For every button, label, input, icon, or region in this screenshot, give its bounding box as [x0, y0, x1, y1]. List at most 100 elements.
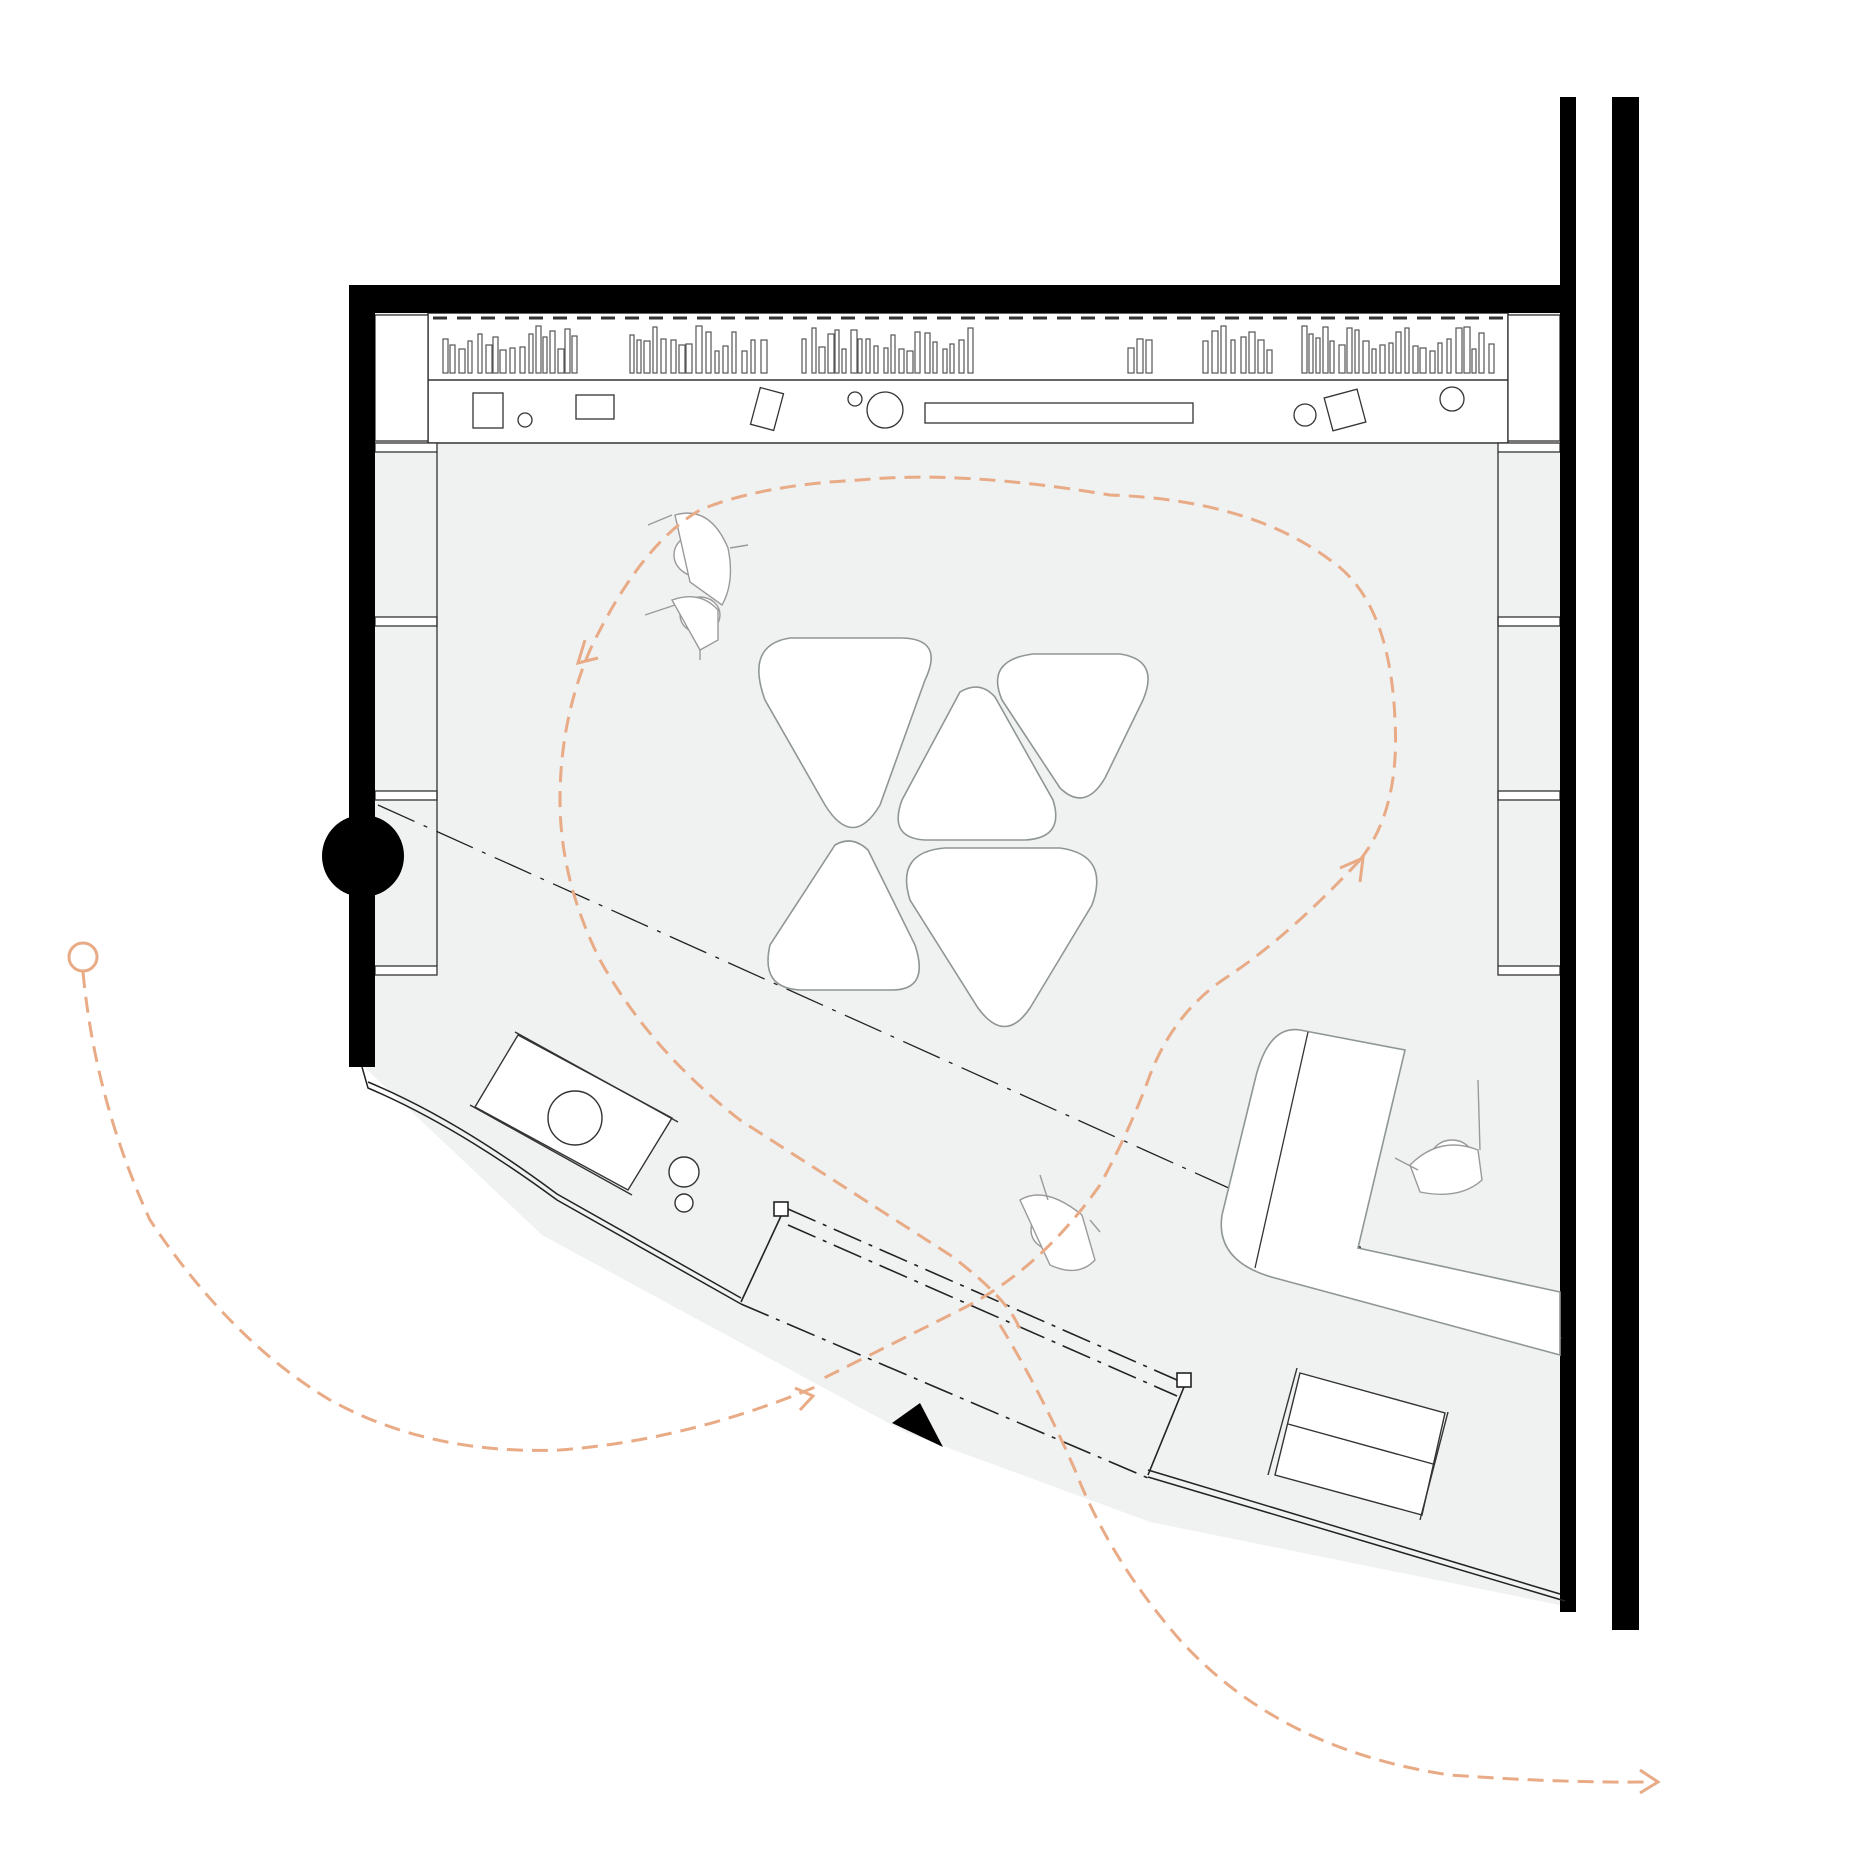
circulation-paths	[81, 475, 1651, 1784]
book-spine	[499, 349, 507, 374]
book-spine	[528, 333, 534, 374]
book-spine	[1322, 326, 1329, 374]
book-spine	[485, 344, 493, 374]
book-spine	[1211, 330, 1219, 374]
book-spine	[841, 348, 847, 374]
book-spine	[678, 344, 686, 374]
book-spine	[1419, 347, 1427, 374]
book-spine	[1354, 329, 1360, 374]
book-spine	[1338, 344, 1346, 374]
book-spine	[1379, 344, 1386, 374]
wall-niches	[374, 314, 1561, 976]
book-spine	[660, 338, 667, 374]
book-spine	[1478, 332, 1485, 374]
shelf-unit	[427, 312, 1509, 444]
book-spine	[932, 341, 938, 374]
book-spine	[535, 325, 542, 374]
entry-path	[81, 971, 821, 1452]
book-spine	[670, 339, 677, 374]
book-spine	[818, 346, 826, 374]
shelf-box	[472, 392, 504, 429]
book-spine	[949, 343, 955, 374]
book-spine	[1371, 348, 1377, 374]
book-spine	[857, 338, 863, 374]
axis-line	[377, 804, 1563, 1339]
book-spine	[1240, 336, 1247, 374]
west-wall	[349, 285, 375, 1067]
shelf-box	[575, 394, 615, 420]
path-arrow-icon	[794, 1386, 816, 1412]
loop-path	[819, 858, 1362, 1382]
path-arrow-icon	[1339, 855, 1365, 883]
book-spine	[442, 338, 449, 374]
book-spine	[477, 333, 483, 374]
book-spine	[1136, 338, 1144, 374]
book-spine	[519, 346, 526, 374]
book-spine	[731, 331, 737, 374]
outer-east-wall	[1612, 97, 1639, 1630]
person	[644, 596, 721, 660]
display-table-group	[758, 637, 1149, 1028]
book-spine	[557, 348, 565, 374]
book-spine	[914, 331, 921, 374]
book-spine	[449, 344, 456, 374]
book-spine	[1301, 325, 1308, 374]
shelf-round-object	[847, 391, 863, 407]
display-table	[758, 637, 932, 829]
book-spine	[898, 348, 905, 374]
book-spine	[705, 331, 712, 374]
book-spine	[906, 350, 914, 374]
book-spine	[1202, 340, 1209, 374]
person	[647, 512, 749, 607]
book-spine	[967, 327, 974, 374]
shelf-round-object	[517, 412, 533, 428]
entrance-doors	[740, 1201, 1192, 1479]
book-spine	[636, 339, 642, 374]
book-spine	[924, 332, 931, 374]
book-spine	[458, 348, 466, 374]
book-spine	[834, 329, 840, 374]
book-spine	[643, 340, 651, 374]
low-table	[469, 1031, 700, 1213]
book-spine	[1346, 327, 1353, 374]
book-spine	[542, 336, 548, 374]
book-spine	[1429, 350, 1436, 374]
path-arrow-icon	[575, 639, 599, 666]
book-spine	[1388, 342, 1394, 374]
book-spine	[865, 338, 871, 374]
entrance-arrow-icon	[892, 1403, 943, 1447]
book-spine	[1257, 339, 1265, 374]
book-spine	[1230, 339, 1236, 374]
bench	[1267, 1367, 1449, 1521]
walls	[322, 97, 1639, 1630]
book-spine	[873, 345, 879, 374]
shelf-round-object	[1293, 403, 1317, 427]
book-spine	[1404, 327, 1410, 374]
book-spine	[1471, 348, 1477, 374]
north-wall	[349, 285, 1569, 313]
book-spine	[1446, 338, 1452, 374]
book-spine	[1455, 327, 1463, 374]
person	[1394, 1079, 1483, 1195]
display-table	[767, 840, 920, 991]
path-markers	[67, 639, 1661, 1795]
book-spine	[564, 328, 571, 374]
book-spine	[1308, 333, 1314, 374]
book-spine	[741, 350, 748, 374]
book-spine	[509, 347, 516, 374]
book-spine	[1127, 347, 1135, 374]
display-table	[905, 847, 1098, 1028]
book-spine	[629, 334, 635, 374]
book-spine	[1437, 342, 1443, 374]
book-spine	[801, 338, 807, 374]
book-spine	[1220, 325, 1227, 374]
book-spine	[850, 329, 858, 374]
display-table	[996, 653, 1149, 799]
book-spine	[685, 343, 693, 374]
book-spine	[1145, 339, 1153, 374]
round-column	[322, 815, 404, 897]
book-spine	[722, 345, 729, 374]
book-spine	[827, 333, 835, 374]
shelf-round-object	[1439, 386, 1465, 412]
